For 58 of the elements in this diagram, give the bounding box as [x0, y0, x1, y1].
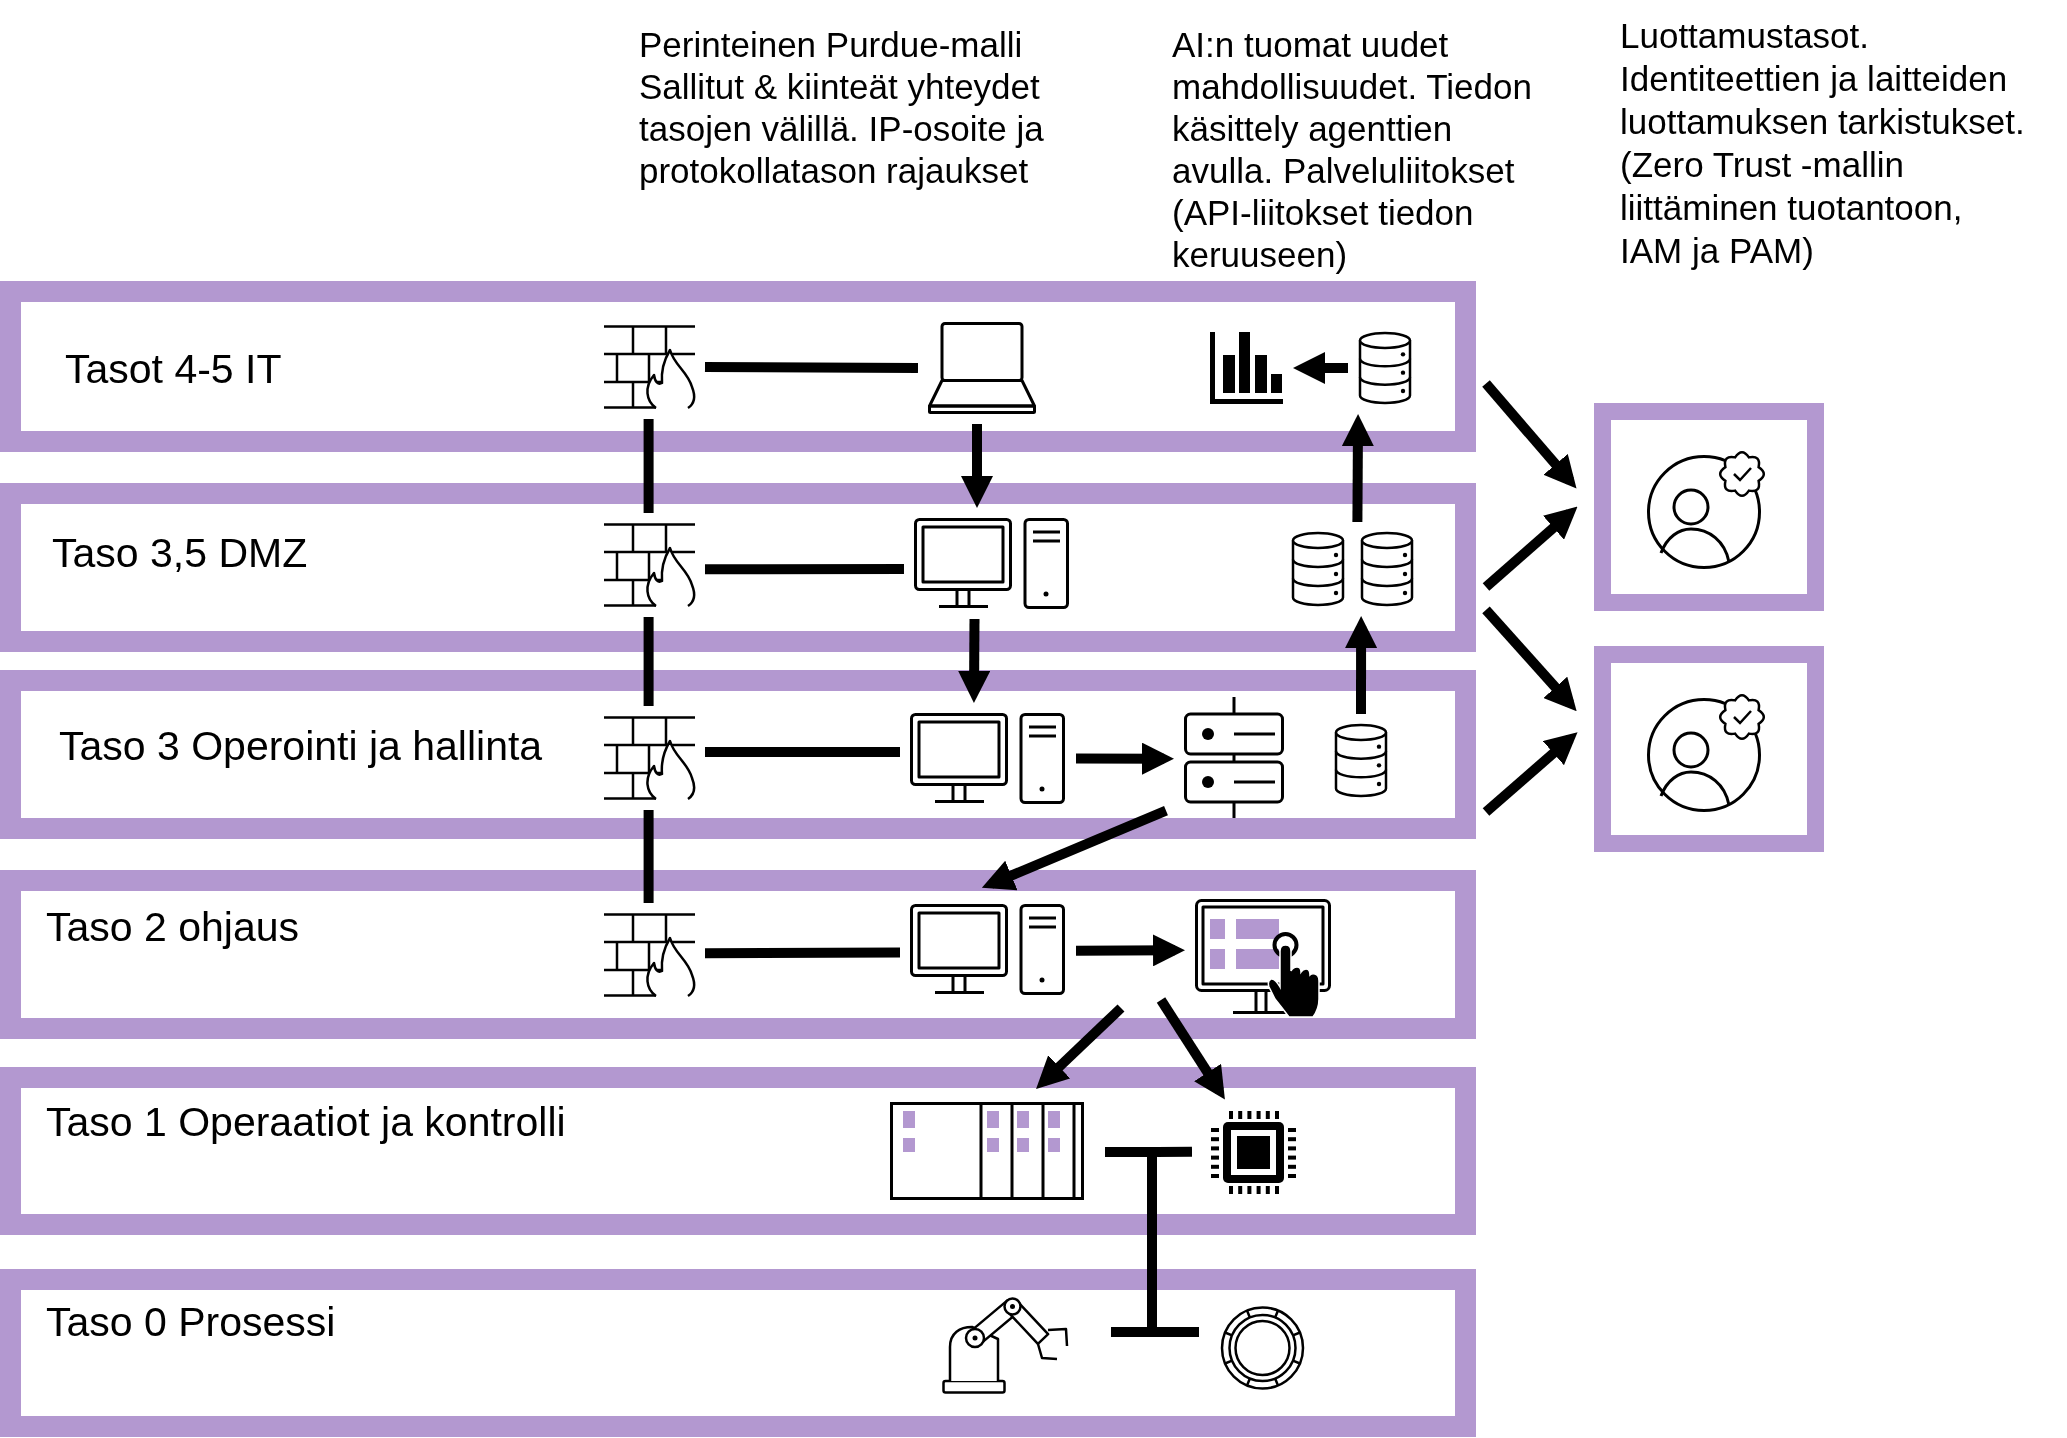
connector-line [705, 947, 900, 959]
laptop-icon [928, 322, 1036, 414]
connector-line [705, 747, 900, 758]
arrow [1036, 1004, 1125, 1089]
level-label: Taso 3 Operointi ja hallinta [59, 722, 543, 770]
bar-chart-icon [1210, 332, 1283, 404]
connector-line [643, 810, 654, 903]
connector-line [1157, 1327, 1199, 1337]
level-band [0, 281, 1476, 452]
level-label: Taso 3,5 DMZ [52, 529, 308, 577]
databases-icon [1291, 532, 1414, 606]
level-band [0, 1269, 1476, 1437]
connector-line [705, 362, 918, 373]
level-label: Taso 0 Prosessi [46, 1298, 336, 1346]
firewall-icon [604, 325, 695, 409]
column-note: Luottamustasot. Identiteettien ja laitteiden luottamuksen tarkistukset. (Zero Trust -mallin liittäminen tuotantoon, IAM ja PAM) [1620, 15, 2026, 272]
robot-arm-icon [942, 1297, 1069, 1394]
connector-line [1156, 1146, 1193, 1157]
level-band [0, 670, 1476, 839]
level-label: Taso 2 ohjaus [46, 903, 299, 951]
connector-line [643, 419, 654, 513]
arrow [1076, 742, 1174, 775]
identity-panel [1594, 646, 1824, 852]
arrow [1482, 506, 1578, 591]
column-note: Perinteinen Purdue-malli Sallitut & kiinteät yhteydet tasojen välillä. IP-osoite ja protokollatason rajaukset [639, 24, 1045, 192]
chip-icon [1211, 1111, 1296, 1194]
level-band [0, 1067, 1476, 1235]
identity-panel [1594, 403, 1824, 611]
arrow [961, 424, 993, 508]
level-band [0, 870, 1476, 1039]
database-icon [1358, 332, 1412, 404]
arrow [1293, 352, 1348, 384]
level-label: Tasot 4-5 IT [65, 345, 282, 393]
database-icon [1334, 724, 1388, 797]
firewall-icon [604, 913, 695, 997]
module-rack-icon [890, 1102, 1084, 1200]
connector-line [705, 564, 904, 575]
touchscreen-icon [1195, 899, 1331, 1018]
server-icon [1184, 697, 1284, 818]
arrow [1345, 616, 1378, 714]
segmented-ring-icon [1220, 1306, 1305, 1390]
desktop-computer-icon [910, 713, 1066, 804]
arrow [1156, 997, 1225, 1100]
arrow [1482, 732, 1578, 816]
connector-line [1105, 1147, 1157, 1337]
arrow [1341, 414, 1374, 523]
arrow [958, 618, 991, 703]
desktop-computer-icon [910, 904, 1066, 994]
level-band [0, 483, 1476, 652]
arrow [1075, 934, 1185, 967]
connector-line [643, 617, 654, 706]
firewall-icon [604, 523, 695, 607]
level-label: Taso 1 Operaatiot ja kontrolli [46, 1098, 566, 1146]
arrow [1482, 380, 1577, 489]
firewall-icon [604, 716, 695, 800]
column-note: AI:n tuomat uudet mahdollisuudet. Tiedon käsittely agenttien avulla. Palveluliitokset (API-liitokset tiedon keruuseen) [1172, 24, 1533, 276]
desktop-computer-icon [914, 518, 1069, 609]
arrow [1482, 606, 1577, 712]
